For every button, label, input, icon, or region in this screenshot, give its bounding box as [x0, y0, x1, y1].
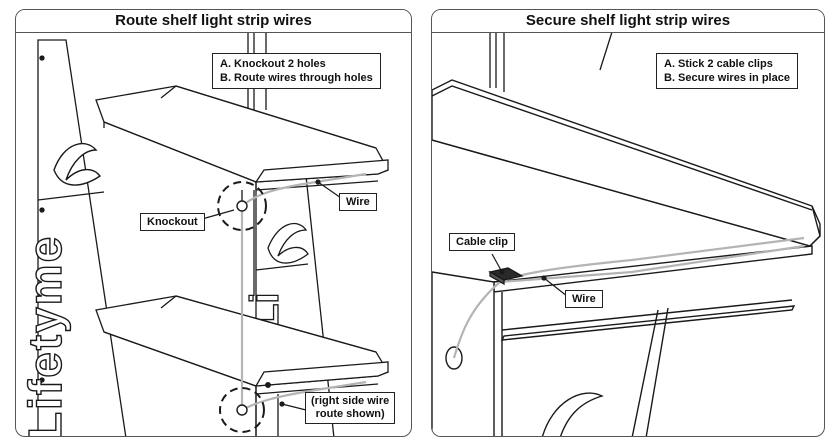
knockout-label: Knockout: [140, 213, 205, 231]
shelf-secure-illustration: [432, 31, 821, 436]
shelf-route-illustration: Lifetyme Li: [18, 32, 389, 437]
note-line-2: route shown): [315, 408, 385, 420]
panel-title: Route shelf light strip wires: [16, 10, 411, 33]
brand-text: Lifetyme: [19, 235, 71, 437]
wire-route-note: (right side wire route shown): [305, 392, 396, 424]
knockout-hole-upper: [217, 181, 267, 231]
side-panel: [432, 271, 796, 436]
leaf-logo-icon: [53, 142, 102, 186]
wire-label: Wire: [565, 290, 603, 308]
upper-shelf: [95, 85, 389, 191]
note-line-1: (right side wire: [311, 395, 390, 407]
route-wires-panel: Route shelf light strip wires Lifetyme L…: [15, 9, 412, 437]
leaf-logo-icon: [541, 392, 604, 436]
brand-cutout: Lifetyme: [18, 142, 102, 437]
step-a: A. Knockout 2 holes: [220, 58, 326, 70]
secure-steps-box: A. Stick 2 cable clips B. Secure wires i…: [656, 53, 798, 89]
step-b: B. Route wires through holes: [220, 72, 373, 84]
panel-title: Secure shelf light strip wires: [432, 10, 824, 33]
cable-clip-label: Cable clip: [449, 233, 515, 251]
wire-label: Wire: [339, 193, 377, 211]
route-steps-box: A. Knockout 2 holes B. Route wires throu…: [212, 53, 381, 89]
leaf-logo-icon: [267, 222, 309, 264]
step-b: B. Secure wires in place: [664, 72, 790, 84]
secure-wires-panel: Secure shelf light strip wires: [431, 9, 825, 437]
knockout-hole-lower: [219, 382, 271, 433]
cable-clip-icon: [488, 267, 524, 286]
step-a: A. Stick 2 cable clips: [664, 58, 773, 70]
side-panel: [37, 39, 127, 436]
